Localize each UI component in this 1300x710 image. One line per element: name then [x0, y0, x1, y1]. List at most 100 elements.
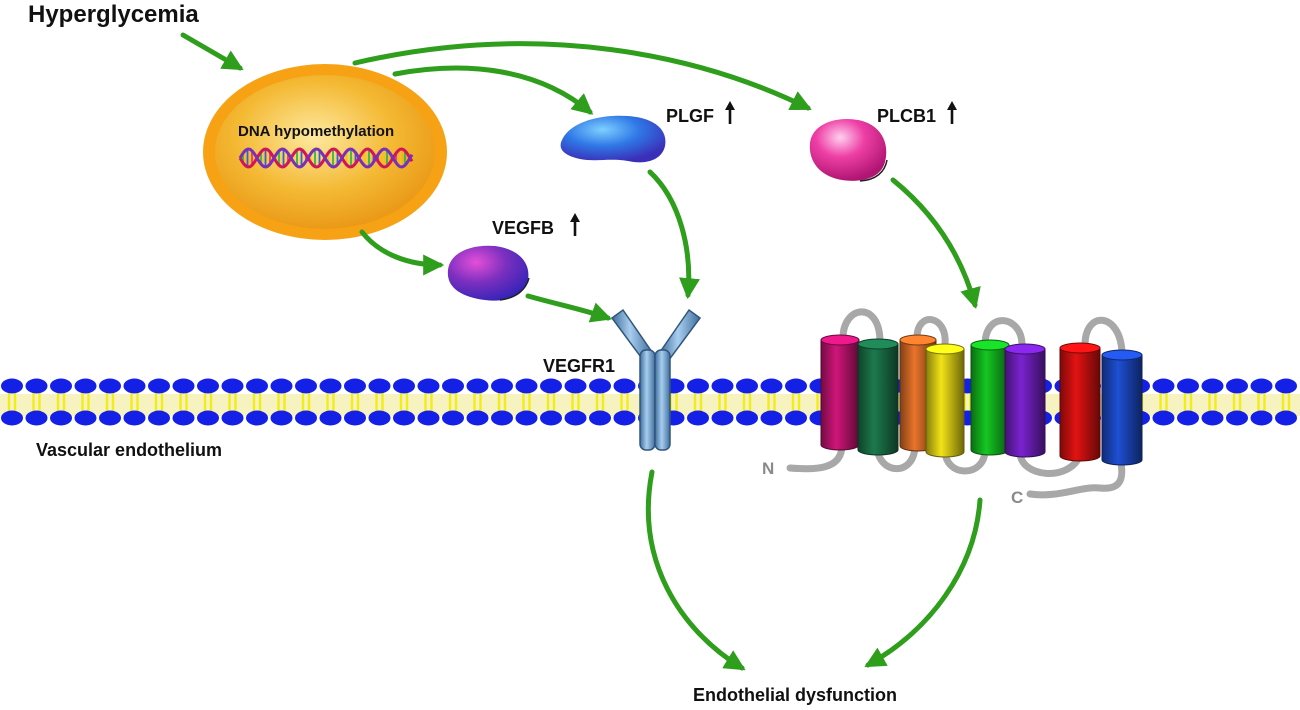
- lipid-head: [246, 410, 268, 426]
- arrow-vegfr1-to-dysfunction: [645, 469, 746, 671]
- lipid-head: [197, 410, 219, 426]
- lipid-head: [295, 378, 317, 394]
- lipid-head: [1152, 378, 1175, 394]
- lipid-head: [319, 378, 342, 394]
- helix-cylinder: [1004, 343, 1046, 458]
- dna-helix-icon: [238, 147, 414, 169]
- lipid-head: [466, 378, 489, 394]
- lipid-head: [74, 410, 97, 426]
- lipid-head: [711, 378, 734, 394]
- label-plgf: PLGF: [666, 106, 714, 126]
- dna-strand: [238, 147, 414, 169]
- lipid-head: [172, 410, 195, 426]
- lipid-head: [442, 410, 464, 426]
- lipid-head: [1250, 410, 1273, 426]
- n-terminus-tail: [786, 441, 846, 473]
- vegfb-up-arrow-icon: [570, 213, 580, 236]
- lipid-head: [123, 378, 146, 394]
- lipid-head: [148, 410, 170, 426]
- arrow-plcb1-to-gpcr: [890, 177, 981, 310]
- label-vegfr1: VEGFR1: [543, 356, 615, 376]
- transmembrane-helices: [820, 334, 1143, 466]
- lipid-head: [417, 410, 440, 426]
- lipid-head: [540, 410, 562, 426]
- helix-cylinder: [1059, 342, 1101, 462]
- lipid-head: [319, 410, 342, 426]
- lipid-head: [515, 378, 538, 394]
- lipid-head: [736, 410, 758, 426]
- lipid-head: [393, 378, 415, 394]
- lipid-head: [172, 378, 195, 394]
- lipid-head: [270, 378, 293, 394]
- lipid-head: [442, 378, 464, 394]
- plcb1-shadow: [859, 159, 888, 182]
- label-vegfb: VEGFB: [492, 218, 554, 238]
- lipid-head: [246, 378, 268, 394]
- plgf-protein: [560, 115, 666, 163]
- label-vascular-endothelium: Vascular endothelium: [36, 440, 222, 460]
- helix-cylinder: [925, 343, 965, 458]
- helix-cylinder: [820, 334, 860, 451]
- vegfr1-receptor-icon: [610, 308, 702, 451]
- lipid-head: [1, 410, 23, 426]
- lipid-head: [613, 378, 636, 394]
- label-hyperglycemia: Hyperglycemia: [28, 1, 199, 28]
- lipid-head: [99, 378, 121, 394]
- lipid-head: [368, 378, 391, 394]
- lipid-head: [1226, 378, 1248, 394]
- lipid-head: [1275, 410, 1297, 426]
- lipid-head: [393, 410, 415, 426]
- vegfb-protein: [447, 245, 529, 301]
- lipid-head: [589, 410, 611, 426]
- lipid-head: [25, 410, 48, 426]
- lipid-head: [491, 410, 513, 426]
- arrow-plgf-to-vegfr1: [647, 169, 700, 300]
- lipid-head: [613, 410, 636, 426]
- lipid-head: [1250, 378, 1273, 394]
- plcb1-protein: [809, 118, 887, 181]
- label-dna-hypomethylation: DNA hypomethylation: [238, 123, 394, 140]
- arrow-hyperglycemia-to-nucleus: [180, 32, 244, 71]
- helix-cylinder: [970, 339, 1010, 456]
- lipid-head: [1201, 378, 1224, 394]
- receptor-stalk-left: [639, 349, 656, 451]
- lipid-head: [1152, 410, 1175, 426]
- lipid-head: [1177, 378, 1199, 394]
- dna-strand: [238, 147, 414, 169]
- lipid-head: [74, 378, 97, 394]
- plcb1-up-arrow-icon: [947, 101, 957, 124]
- label-plcb1: PLCB1: [877, 106, 936, 126]
- arrow-nucleus-to-vegfb: [359, 229, 445, 276]
- lipid-head: [1275, 378, 1297, 394]
- arrow-vegfb-to-vegfr1: [525, 293, 612, 323]
- helix-cylinder: [1101, 349, 1143, 466]
- lipid-head: [50, 378, 72, 394]
- arrow-gpcr-to-dysfunction: [864, 497, 983, 668]
- lipid-head: [197, 378, 219, 394]
- lipid-head: [540, 378, 562, 394]
- lipid-head: [1177, 410, 1199, 426]
- helix-cylinder: [857, 338, 899, 456]
- lipid-head: [491, 378, 513, 394]
- nucleus: [203, 64, 447, 240]
- label-c-terminus: C: [1011, 488, 1023, 507]
- lipid-head: [344, 378, 366, 394]
- lipid-head: [270, 410, 293, 426]
- lipid-head: [221, 378, 244, 394]
- lipid-head: [50, 410, 72, 426]
- lipid-head: [344, 410, 366, 426]
- label-endothelial-dysfunction: Endothelial dysfunction: [693, 685, 897, 705]
- lipid-head: [760, 378, 783, 394]
- lipid-head: [99, 410, 121, 426]
- nucleus-inner: [215, 75, 435, 229]
- lipid-head: [785, 378, 807, 394]
- lipid-head: [515, 410, 538, 426]
- lipid-head: [295, 410, 317, 426]
- arrow-nucleus-to-plcb1: [352, 41, 812, 111]
- lipid-head: [589, 378, 611, 394]
- lipid-head: [466, 410, 489, 426]
- lipid-head: [417, 378, 440, 394]
- lipid-head: [687, 378, 709, 394]
- plgf-up-arrow-icon: [725, 101, 735, 124]
